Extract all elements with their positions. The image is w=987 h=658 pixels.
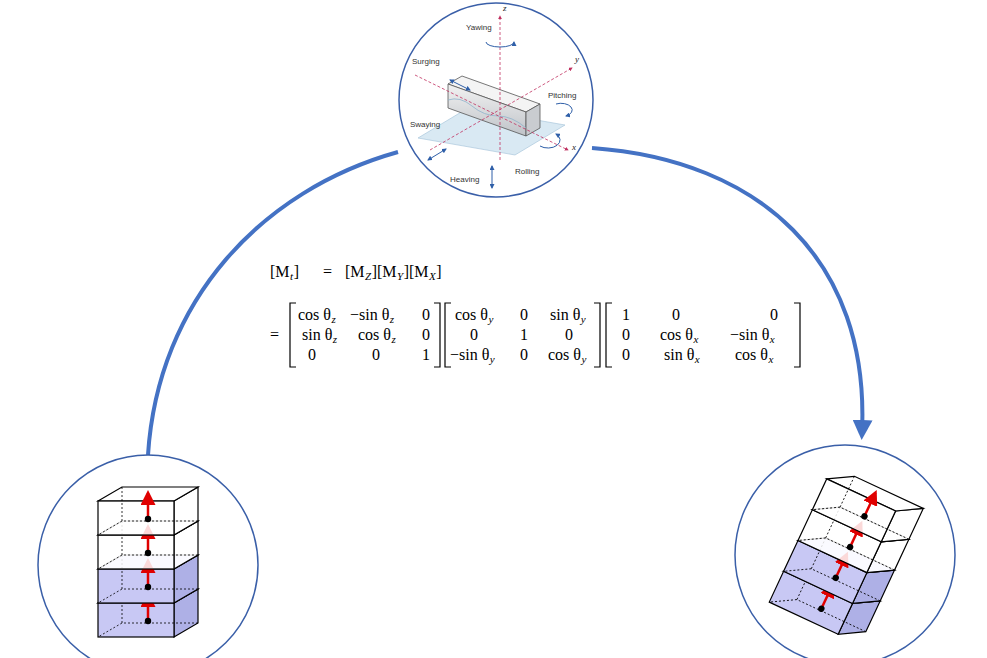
matrix-cell: −sin θ — [450, 347, 489, 363]
matrix-cell: 0 — [308, 347, 316, 363]
matrix-cell: 0 — [622, 327, 630, 343]
matrix-cell: 1 — [520, 327, 528, 343]
equation-term: = — [323, 264, 332, 280]
axis-label: z — [503, 4, 507, 13]
matrix-cell: sin θ — [550, 307, 580, 323]
frame-circle — [38, 455, 258, 658]
matrix-cell: −sin θ — [350, 307, 389, 323]
matrix-cell: cos θ — [735, 347, 768, 363]
motion-label: Yawing — [466, 24, 492, 32]
frame-circle — [399, 3, 593, 197]
matrix-cell: sin θ — [664, 347, 694, 363]
cell-stack — [98, 487, 198, 637]
matrix-cell: 0 — [372, 347, 380, 363]
matrix-cell: cos θ — [548, 347, 581, 363]
subscript: z — [333, 334, 337, 345]
matrix-cell: cos θ — [298, 307, 331, 323]
cell-box — [98, 487, 198, 535]
matrix-cell: cos θ — [358, 327, 391, 343]
equation-term: ] — [294, 264, 299, 280]
matrix-cell: 0 — [422, 307, 430, 323]
subscript: Z — [365, 271, 371, 282]
motion-label: Rolling — [515, 168, 539, 176]
subscript: y — [489, 314, 494, 325]
matrix-cell: cos θ — [455, 307, 488, 323]
flow-arc — [148, 152, 398, 455]
subscript: x — [694, 334, 699, 345]
equation-term: ][M — [372, 264, 397, 280]
equation-term: ] — [436, 264, 441, 280]
matrix-cell: 1 — [422, 347, 430, 363]
subscript: z — [392, 334, 396, 345]
cell-box — [812, 466, 923, 552]
matrix-cell: 0 — [622, 347, 630, 363]
equation-term: = — [270, 327, 279, 343]
matrix-cell: 0 — [770, 307, 778, 323]
subscript: x — [769, 354, 774, 365]
subscript: y — [581, 314, 586, 325]
frame-circle — [735, 445, 955, 658]
subscript: z — [332, 314, 336, 325]
subscript: X — [429, 271, 436, 282]
matrix-cell: 0 — [470, 327, 478, 343]
ship-illustration — [415, 16, 572, 188]
axis-label: y — [575, 55, 579, 64]
matrix-cell: 0 — [520, 347, 528, 363]
subscript: t — [290, 271, 293, 282]
matrix-cell: 1 — [622, 307, 630, 323]
matrix-cell: cos θ — [660, 327, 693, 343]
matrix-cell: 0 — [672, 307, 680, 323]
subscript: x — [695, 354, 700, 365]
equation-term: ][M — [404, 264, 429, 280]
equation-term: [M — [345, 264, 365, 280]
matrix-cell: 0 — [565, 327, 573, 343]
subscript: y — [490, 354, 495, 365]
subscript: x — [770, 334, 775, 345]
matrix-cell: 0 — [422, 327, 430, 343]
cell-stack-tilted — [769, 466, 923, 644]
matrix-cell: −sin θ — [730, 327, 769, 343]
flow-arrow — [592, 148, 862, 432]
subscript: z — [390, 314, 394, 325]
matrix-bracket — [290, 303, 800, 367]
matrix-cell: 0 — [520, 307, 528, 323]
motion-label: Surging — [412, 58, 440, 66]
axis-label: x — [572, 143, 576, 152]
subscript: y — [582, 354, 587, 365]
motion-label: Pitching — [548, 92, 576, 100]
motion-label: Swaying — [410, 121, 440, 129]
matrix-cell: sin θ — [302, 327, 332, 343]
subscript: Y — [397, 271, 403, 282]
motion-label: Heaving — [450, 176, 479, 184]
equation-term: [M — [270, 264, 290, 280]
